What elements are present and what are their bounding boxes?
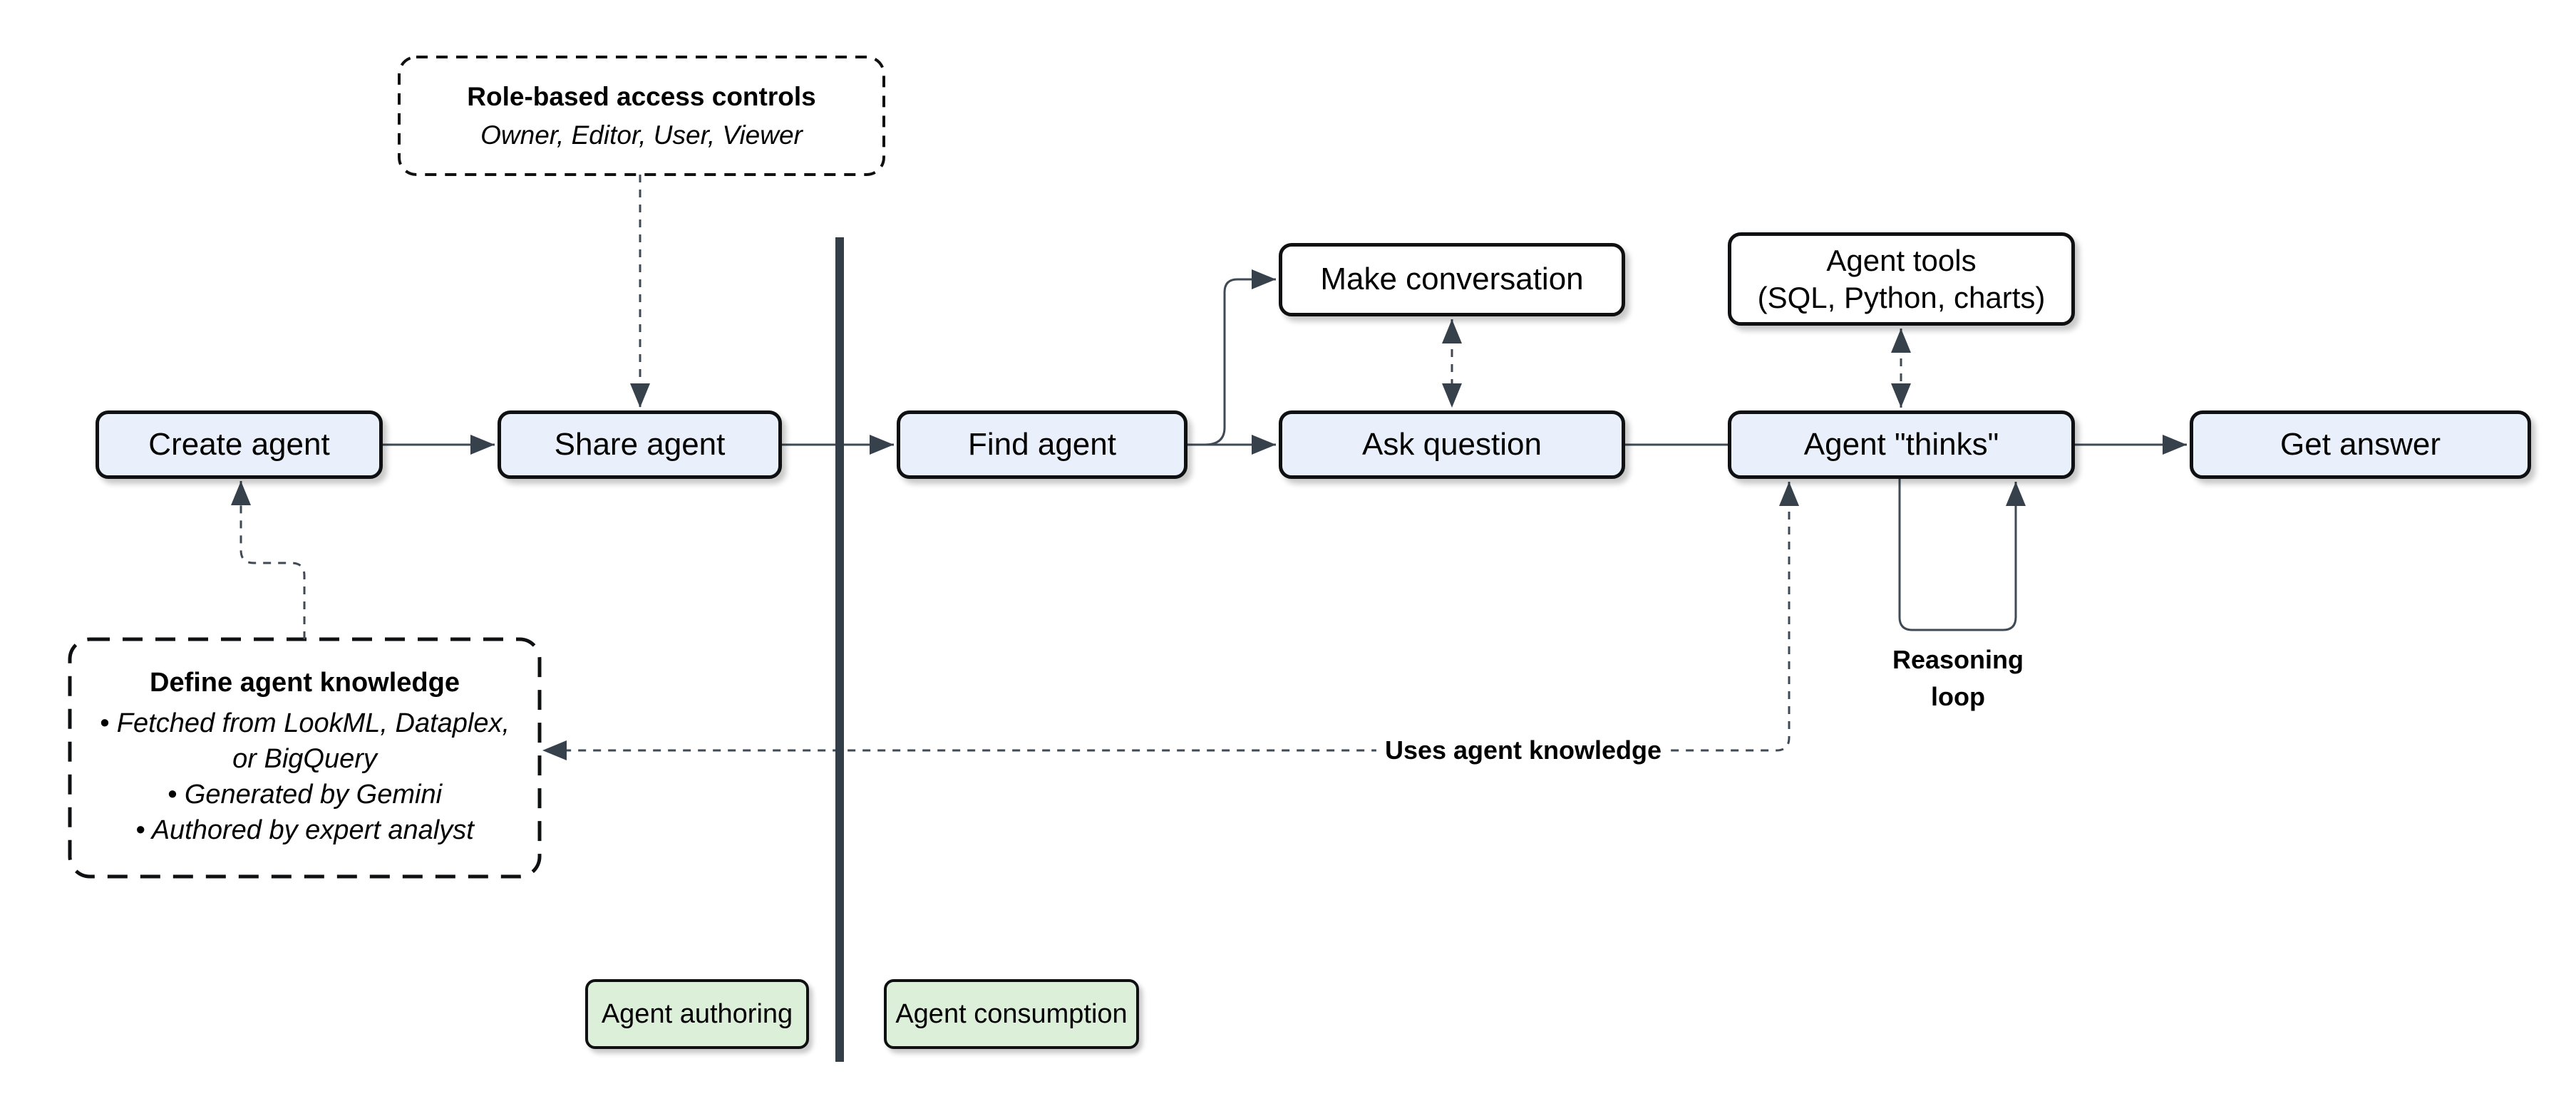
node-make-conversation: Make conversation — [1279, 243, 1625, 316]
node-ask-question: Ask question — [1279, 410, 1625, 479]
authoring-consumption-divider — [835, 237, 844, 1062]
zone-agent-consumption: Agent consumption — [884, 979, 1139, 1049]
edge-find-to-make-conversation — [1204, 269, 1276, 446]
knowledge-bullet: • Authored by expert analyst — [135, 815, 474, 846]
reasoning-loop-label: Reasoning loop — [1892, 641, 2024, 715]
node-agent-tools: Agent tools (SQL, Python, charts) — [1728, 232, 2075, 326]
uses-agent-knowledge-label: Uses agent knowledge — [1376, 735, 1671, 765]
edge-reasoning-loop — [1898, 479, 2026, 631]
knowledge-annotation: Define agent knowledge • Fetched from Lo… — [70, 639, 540, 877]
node-find-agent: Find agent — [897, 410, 1187, 479]
rbac-roles: Owner, Editor, User, Viewer — [480, 120, 803, 150]
reasoning-loop-line2: loop — [1931, 682, 1985, 712]
zone-agent-authoring: Agent authoring — [585, 979, 809, 1049]
node-agent-thinks: Agent "thinks" — [1728, 410, 2075, 479]
agent-tools-line1: Agent tools — [1826, 244, 1977, 278]
knowledge-title: Define agent knowledge — [150, 667, 460, 698]
knowledge-bullet: • Fetched from LookML, Dataplex, or BigQ… — [99, 708, 510, 774]
edge-knowledge-to-create-dashed — [231, 481, 306, 639]
edge-uses-agent-knowledge-dashed — [542, 482, 1799, 760]
knowledge-bullet: • Generated by Gemini — [167, 780, 443, 810]
node-create-agent: Create agent — [96, 410, 383, 479]
agent-tools-line2: (SQL, Python, charts) — [1757, 280, 2046, 314]
node-get-answer: Get answer — [2190, 410, 2531, 479]
rbac-annotation-box — [398, 56, 885, 176]
rbac-annotation: Role-based access controls Owner, Editor… — [399, 57, 884, 175]
node-share-agent: Share agent — [498, 410, 782, 479]
rbac-title: Role-based access controls — [467, 81, 816, 111]
reasoning-loop-line1: Reasoning — [1892, 645, 2024, 674]
